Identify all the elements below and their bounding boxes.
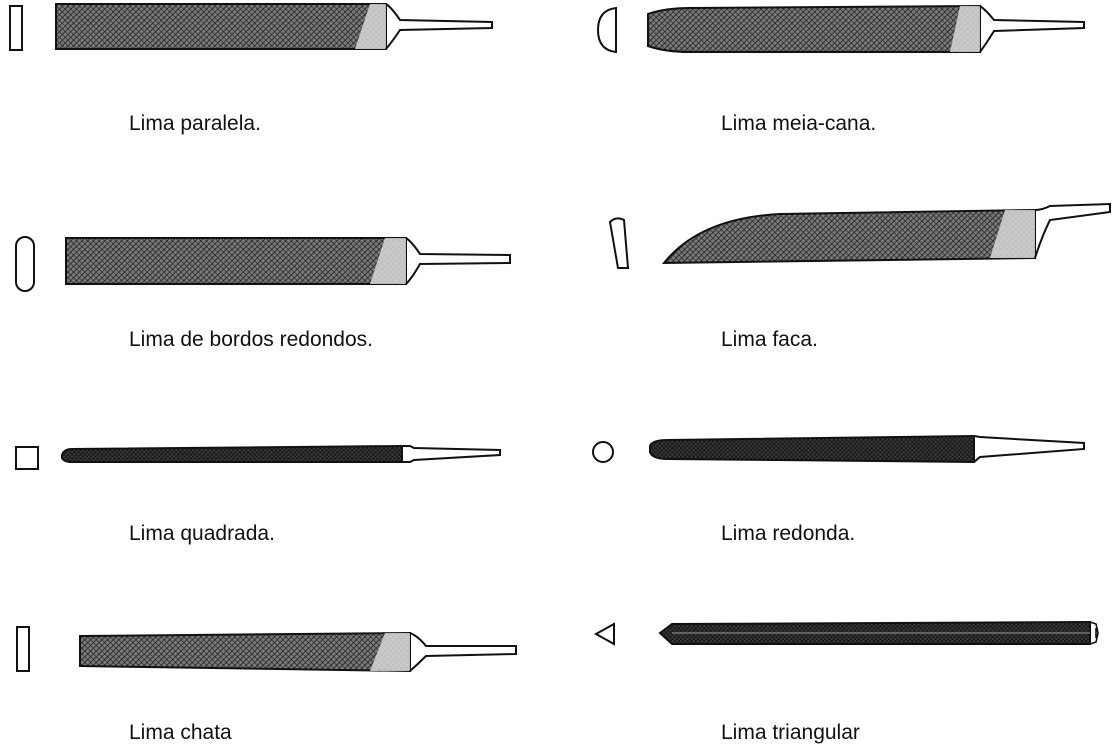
section-rectangle-icon xyxy=(17,627,29,671)
file-quadrada-drawing xyxy=(62,446,500,462)
section-triangle-icon xyxy=(596,624,614,644)
file-chata xyxy=(17,627,516,671)
file-paralela xyxy=(10,4,492,50)
file-bordos-redondos xyxy=(16,237,510,291)
section-circle-icon xyxy=(593,442,613,462)
label-faca: Lima faca. xyxy=(721,328,818,352)
file-chata-drawing xyxy=(80,633,516,671)
section-rectangle-icon xyxy=(10,6,22,50)
label-chata: Lima chata xyxy=(129,721,232,745)
file-redonda xyxy=(593,436,1084,462)
label-bordos-redondos: Lima de bordos redondos. xyxy=(129,328,373,352)
section-half-round-icon xyxy=(598,8,616,52)
file-triangular-drawing xyxy=(660,622,1098,644)
file-paralela-drawing xyxy=(56,4,492,49)
label-redonda: Lima redonda. xyxy=(721,522,855,546)
file-faca-drawing xyxy=(664,204,1110,263)
section-square-icon xyxy=(16,447,38,469)
label-paralela: Lima paralela. xyxy=(129,112,261,136)
file-redonda-drawing xyxy=(650,436,1084,462)
file-triangular xyxy=(596,622,1098,644)
section-wedge-icon xyxy=(610,218,628,268)
label-triangular: Lima triangular xyxy=(721,721,860,745)
label-quadrada: Lima quadrada. xyxy=(129,522,275,546)
file-meia-cana-drawing xyxy=(648,6,1084,52)
label-meia-cana: Lima meia-cana. xyxy=(721,112,876,136)
section-rounded-slot-icon xyxy=(16,237,34,291)
file-bordos-redondos-drawing xyxy=(66,238,510,284)
file-faca xyxy=(610,204,1110,268)
file-meia-cana xyxy=(598,6,1084,52)
file-quadrada xyxy=(16,446,500,469)
